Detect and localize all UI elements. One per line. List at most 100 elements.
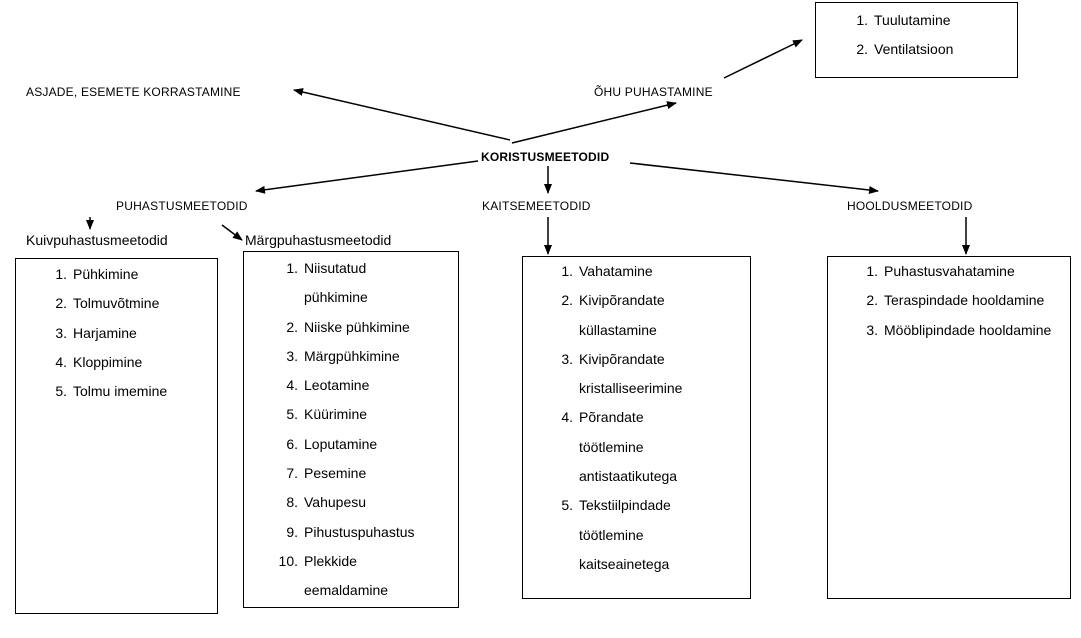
list-item: 4. Kloppimine: [49, 348, 217, 377]
list-item-text: Kivipõrandate küllastamine: [579, 292, 665, 338]
kaitse-list-box: 1. Vahatamine 2. Kivipõrandate küllastamine…: [522, 256, 751, 599]
list-item-number: 4.: [286, 377, 298, 394]
list-item-text: Põrandate töötlemine antistaatikutega: [579, 409, 678, 485]
arrow-to-puhastus: [255, 160, 479, 194]
list-item-text: Tekstiilpindade töötlemine kaitseaineteg…: [579, 497, 671, 572]
kuiv-list: 1. Pühkimine 2. Tolmuvõtmine 3. Harjamine 4. Kl…: [49, 260, 217, 406]
list-item: 3. Harjamine: [49, 319, 217, 348]
arrow-ohu-to-list: [723, 39, 803, 79]
list-item: 2. Kivipõrandate küllastamine: [555, 286, 742, 345]
arrow-to-korrastamine: [293, 88, 511, 141]
list-item-text: Tolmu imemine: [73, 383, 168, 400]
list-item-number: 6.: [286, 435, 298, 452]
list-item-number: 9.: [286, 523, 298, 540]
list-item-text: Tuulutamine: [874, 12, 951, 28]
list-item: 3. Märgpühkimine: [276, 342, 450, 371]
list-item: 7. Pesemine: [276, 459, 450, 488]
list-item: 8. Vahupesu: [276, 488, 450, 517]
list-item-number: 2.: [286, 318, 298, 335]
list-item-text: Tolmuvõtmine: [73, 295, 160, 312]
ohu-list: 1. Tuulutamine 2. Ventilatsioon: [850, 6, 1017, 65]
list-item-number: 7.: [286, 465, 298, 482]
list-item: 4. Põrandate töötlemine antistaatikutega: [555, 403, 742, 491]
list-item: 5. Tekstiilpindade töötlemine kaitseainet…: [555, 491, 742, 579]
list-item-number: 10.: [278, 552, 298, 569]
list-item-number: 4.: [561, 409, 573, 426]
list-item-text: Niiske pühkimine: [304, 318, 410, 335]
list-item-number: 2.: [856, 41, 868, 58]
list-item-number: 5.: [286, 406, 298, 423]
list-item-text: Teraspindade hooldamine: [884, 292, 1045, 309]
list-item-number: 1.: [286, 260, 298, 276]
puhastusmeetodid-label: PUHASTUSMEETODID: [116, 199, 248, 213]
list-item-number: 8.: [286, 494, 298, 511]
arrow-to-marg: [221, 224, 243, 241]
list-item-text: Kivipõrandate kristalliseerimine: [579, 350, 683, 397]
list-item: 10. Plekkide eemaldamine: [276, 547, 450, 606]
list-item-number: 2.: [55, 295, 67, 312]
list-item-number: 1.: [866, 263, 878, 279]
list-item-number: 1.: [55, 266, 67, 282]
hooldus-list: 1. Puhastusvahatamine 2. Teraspindade hoold…: [860, 257, 1064, 345]
kuivpuhastus-label: Kuivpuhastusmeetodid: [26, 232, 168, 248]
korrastamine-label: ASJADE, ESEMETE KORRASTAMINE: [26, 85, 241, 99]
list-item-number: 3.: [55, 324, 67, 341]
list-item-text: Pühkimine: [73, 266, 139, 282]
list-item: 4. Leotamine: [276, 371, 450, 400]
list-item: 2. Tolmuvõtmine: [49, 289, 217, 318]
kuiv-list-box: 1. Pühkimine 2. Tolmuvõtmine 3. Harjamine 4. Kl…: [15, 258, 218, 614]
list-item-text: Ventilatsioon: [874, 41, 954, 58]
ohu-list-box: 1. Tuulutamine 2. Ventilatsioon: [815, 2, 1018, 78]
list-item-text: Vahupesu: [304, 494, 367, 511]
list-item-text: Harjamine: [73, 324, 137, 341]
center-label: KORISTUSMEETODID: [481, 150, 610, 164]
list-item: 1. Niisutatud pühkimine: [276, 254, 450, 313]
kaitsemeetodid-label: KAITSEMEETODID: [482, 199, 591, 213]
ohu-puhastamine-label: ÕHU PUHASTAMINE: [594, 85, 713, 99]
hooldusmeetodid-label: HOOLDUSMEETODID: [847, 199, 973, 213]
list-item-number: 5.: [561, 497, 573, 514]
list-item-text: Leotamine: [304, 377, 370, 394]
list-item-text: Loputamine: [304, 435, 378, 452]
list-item-text: Niisutatud pühkimine: [304, 260, 368, 306]
list-item: 9. Pihustuspuhastus: [276, 518, 450, 547]
list-item: 3. Kivipõrandate kristalliseerimine: [555, 345, 742, 404]
list-item-number: 1.: [561, 263, 573, 279]
list-item: 1. Pühkimine: [49, 260, 217, 289]
list-item-text: Pihustuspuhastus: [304, 523, 415, 540]
list-item: 5. Küürimine: [276, 400, 450, 429]
hooldus-list-box: 1. Puhastusvahatamine 2. Teraspindade hoold…: [827, 256, 1071, 599]
list-item-text: Kloppimine: [73, 353, 143, 370]
list-item: 1. Puhastusvahatamine: [860, 257, 1064, 286]
list-item-text: Märgpühkimine: [304, 347, 400, 364]
list-item-text: Plekkide eemaldamine: [304, 552, 389, 599]
list-item-text: Pesemine: [304, 465, 367, 482]
list-item-number: 4.: [55, 353, 67, 370]
list-item: 2. Niiske pühkimine: [276, 313, 450, 342]
marg-list-box: 1. Niisutatud pühkimine 2. Niiske pühkimine…: [243, 251, 459, 608]
list-item-number: 3.: [561, 350, 573, 367]
list-item: 2. Ventilatsioon: [850, 35, 1017, 64]
margpuhastus-label: Märgpuhastusmeetodid: [245, 232, 392, 248]
list-item: 1. Vahatamine: [555, 257, 742, 286]
list-item-number: 1.: [856, 12, 868, 28]
list-item-number: 2.: [866, 292, 878, 309]
list-item-number: 5.: [55, 383, 67, 400]
list-item: 2. Teraspindade hooldamine: [860, 286, 1064, 315]
list-item: 1. Tuulutamine: [850, 6, 1017, 35]
list-item: 5. Tolmu imemine: [49, 377, 217, 406]
arrow-to-ohu: [511, 101, 677, 144]
list-item: 3. Mööblipindade hooldamine: [860, 316, 1064, 345]
list-item-text: Mööblipindade hooldamine: [884, 321, 1052, 338]
list-item: 6. Loputamine: [276, 430, 450, 459]
list-item-text: Küürimine: [304, 406, 368, 423]
list-item-number: 3.: [866, 321, 878, 338]
marg-list: 1. Niisutatud pühkimine 2. Niiske pühkimine…: [276, 254, 450, 606]
list-item-number: 2.: [561, 292, 573, 309]
kaitse-list: 1. Vahatamine 2. Kivipõrandate küllastamine…: [555, 257, 742, 579]
list-item-number: 3.: [286, 347, 298, 364]
list-item-text: Vahatamine: [579, 263, 653, 279]
arrow-to-hooldus: [629, 162, 879, 194]
list-item-text: Puhastusvahatamine: [884, 263, 1015, 279]
